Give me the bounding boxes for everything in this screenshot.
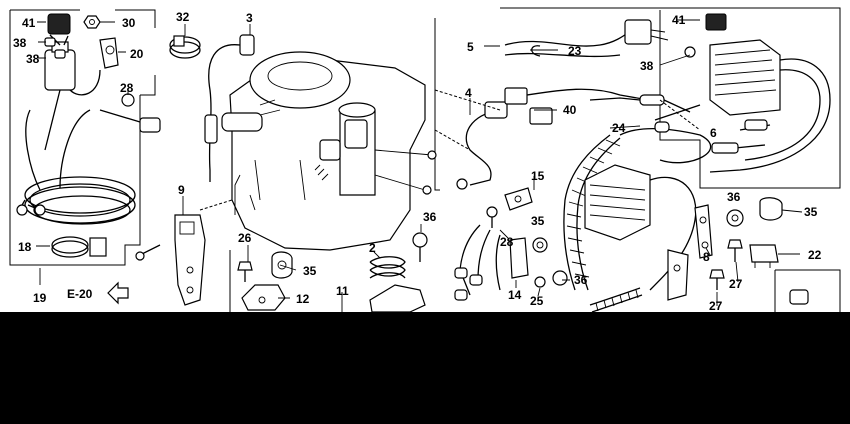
center-left-box <box>434 18 440 191</box>
spark-wire <box>589 94 691 113</box>
choke-cable-3 <box>204 34 255 182</box>
clip-15 <box>504 187 533 211</box>
exploded-parts-drawing: 41 30 32 3 38 38 20 28 5 23 41 38 4 40 2… <box>0 0 850 312</box>
bolt-27a <box>727 239 743 262</box>
grommet-36-right <box>726 209 744 227</box>
spring-2 <box>369 256 406 279</box>
callout-38-c: 38 <box>640 59 654 73</box>
bracket-8 <box>694 204 713 259</box>
callout-5: 5 <box>467 40 474 54</box>
callout-24: 24 <box>612 121 626 135</box>
callout-28-b: 28 <box>500 235 514 249</box>
ref-arrow-icon <box>107 281 129 305</box>
clip-22 <box>749 244 779 268</box>
harness-5 <box>504 13 727 58</box>
top-right-group-box <box>500 7 841 189</box>
grommet-36-center <box>412 232 428 262</box>
screw-left <box>135 244 161 261</box>
callout-20: 20 <box>130 47 144 61</box>
callout-11: 11 <box>336 284 349 298</box>
callout-36-c: 36 <box>574 273 588 287</box>
part-11 <box>369 284 426 312</box>
battery-cable-coil <box>16 109 136 225</box>
callout-15: 15 <box>531 169 545 183</box>
ref-label: E-20 <box>67 287 93 301</box>
clamp-18 <box>51 236 107 258</box>
callout-26: 26 <box>238 231 252 245</box>
callout-40: 40 <box>563 103 577 117</box>
corrugated-tube-lower <box>589 287 643 312</box>
harness-14 <box>454 224 529 301</box>
cable-bracket-28 <box>99 93 161 133</box>
callout-41-b: 41 <box>672 13 686 27</box>
screw-25 <box>534 276 546 288</box>
callout-19: 19 <box>33 291 47 305</box>
engine-block <box>221 51 437 251</box>
band-32 <box>169 35 201 59</box>
clip-20 <box>99 37 119 69</box>
grommet-35-lower <box>271 251 293 279</box>
callout-9: 9 <box>178 183 185 197</box>
bolt-27b <box>709 269 725 290</box>
cable-4 <box>456 101 508 190</box>
screw-28-center <box>486 206 498 228</box>
callout-12: 12 <box>296 292 310 306</box>
callout-25: 25 <box>530 294 544 308</box>
callout-38-a: 38 <box>13 36 27 50</box>
callout-22: 22 <box>808 248 822 262</box>
callout-labels: 41 30 32 3 38 38 20 28 5 23 41 38 4 40 2… <box>13 10 822 312</box>
bracket-right-lower <box>667 249 689 301</box>
regulator-6 <box>709 39 831 173</box>
callout-35-a: 35 <box>804 205 818 219</box>
callout-14: 14 <box>508 288 522 302</box>
starter-switch-assembly <box>44 13 101 151</box>
callout-3: 3 <box>246 11 253 25</box>
callout-27-a: 27 <box>729 277 743 291</box>
callout-4: 4 <box>465 86 472 100</box>
nut-30 <box>83 15 101 29</box>
callout-2: 2 <box>369 241 376 255</box>
black-bottom-area <box>0 312 850 424</box>
right-lower-box <box>774 269 841 312</box>
callout-28-a: 28 <box>120 81 134 95</box>
plug-right-corner <box>789 289 809 305</box>
callout-36-a: 36 <box>423 210 437 224</box>
callout-30: 30 <box>122 16 136 30</box>
clip-23 <box>531 45 541 57</box>
callout-18: 18 <box>18 240 32 254</box>
callout-41: 41 <box>22 16 36 30</box>
callout-35-b: 35 <box>303 264 317 278</box>
bolt-26 <box>237 261 253 282</box>
callout-35-c: 35 <box>531 214 545 228</box>
dashed-leaders <box>199 89 701 211</box>
bracket-9 <box>174 214 206 306</box>
callout-8: 8 <box>703 250 710 264</box>
callout-36-b: 36 <box>727 190 741 204</box>
callout-23: 23 <box>568 44 582 58</box>
callout-27-b: 27 <box>709 299 723 312</box>
grommet-36-lower <box>552 270 568 286</box>
plate-12 <box>241 284 286 311</box>
diagram-svg: 41 30 32 3 38 38 20 28 5 23 41 38 4 40 2… <box>9 7 841 312</box>
connector-40 <box>504 87 661 125</box>
callout-38-b: 38 <box>26 52 40 66</box>
grommet-35-right <box>759 197 783 221</box>
left-harness-group-box <box>9 9 156 266</box>
callout-6: 6 <box>710 126 717 140</box>
grommet-35-center <box>532 237 548 253</box>
callout-32: 32 <box>176 10 190 24</box>
corrugated-tube-24 <box>563 104 712 291</box>
leader-lines <box>36 19 803 312</box>
